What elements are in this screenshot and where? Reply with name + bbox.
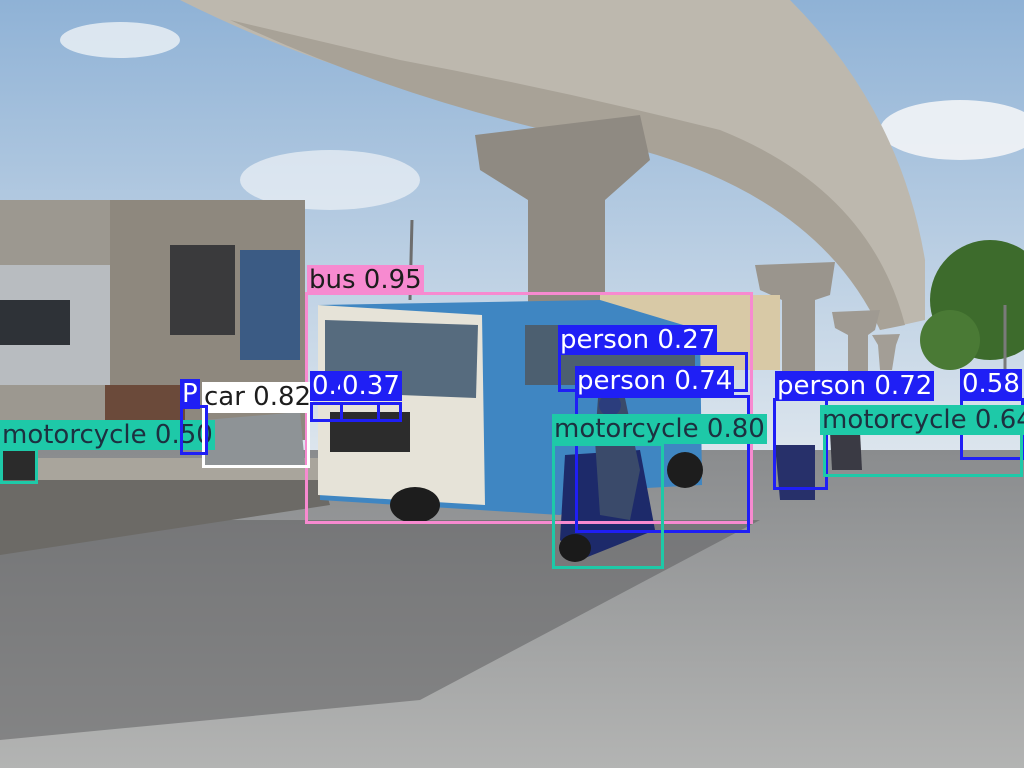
detection-box-car — [202, 410, 310, 468]
tree — [920, 310, 980, 370]
cloud — [60, 22, 180, 58]
bus-wheel — [390, 487, 440, 523]
billboard — [105, 385, 185, 425]
pillar — [475, 115, 650, 310]
bus-wheel — [667, 452, 703, 488]
detection-box-motorcycle — [552, 443, 664, 569]
bus-grille — [330, 412, 410, 452]
detection-label-person: person 0.72 — [775, 371, 935, 401]
median — [0, 472, 330, 555]
detection-label-motorcycle: motorcycle 0.80 — [552, 414, 767, 444]
cloud — [240, 150, 420, 210]
road-shadow — [0, 520, 760, 740]
detection-label-motorcycle: motorcycle 0.64 — [820, 405, 1024, 435]
detection-label-motorcycle: motorcycle 0.50 — [0, 420, 215, 450]
detection-box-motorcycle — [0, 448, 38, 484]
building-windows — [0, 300, 70, 345]
pillar — [755, 262, 835, 375]
detection-label-person: 0.58 — [960, 369, 1022, 399]
motorcycle-wheel — [559, 534, 591, 562]
motorcycle — [775, 445, 815, 500]
detection-box-person — [180, 405, 208, 455]
car-body — [205, 412, 305, 468]
detection-label-person: 0.37 — [340, 371, 402, 401]
detection-label-person: person 0.27 — [558, 325, 718, 355]
detection-label-person: person 0.74 — [575, 366, 735, 396]
cloud — [880, 100, 1024, 160]
pillar — [832, 310, 880, 372]
rider-helmet — [599, 394, 621, 416]
pillar — [872, 334, 900, 370]
motorcycle — [0, 450, 35, 480]
detection-box-motorcycle — [823, 432, 1023, 477]
detection-label-person: P — [180, 379, 200, 409]
detection-box-person — [340, 402, 402, 422]
tarp — [240, 250, 300, 360]
detection-label-bus: bus 0.95 — [307, 265, 424, 295]
tarp — [170, 245, 235, 335]
detection-label-car: car 0.82 — [202, 382, 314, 412]
flyover-deck — [180, 0, 925, 330]
motorcycle — [830, 432, 862, 470]
flyover-underside — [230, 20, 905, 330]
